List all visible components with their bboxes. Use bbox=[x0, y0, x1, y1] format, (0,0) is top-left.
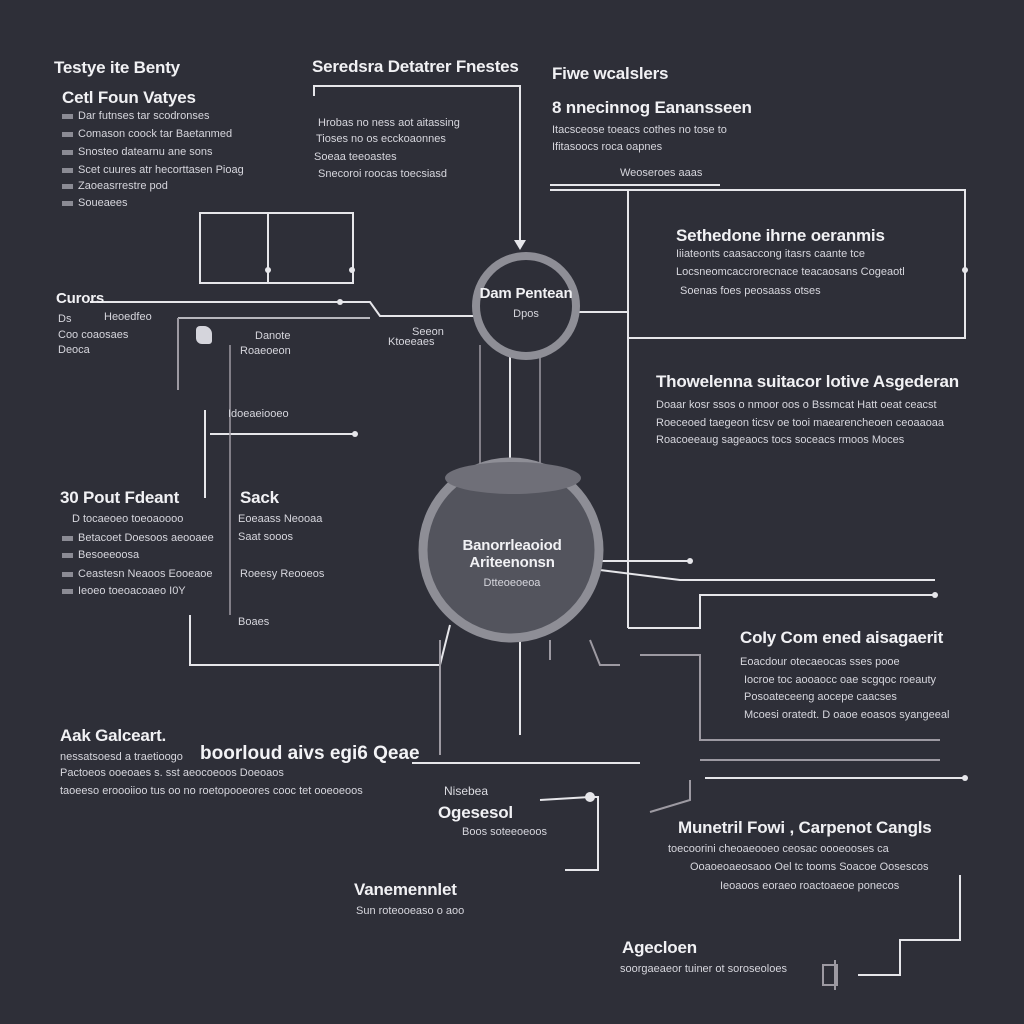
left-lower-mid-title: Sack bbox=[240, 488, 279, 507]
text-line: Boos soteeoeoos bbox=[462, 826, 548, 838]
top-center-title: Seredsra Detatrer Fnestes bbox=[312, 57, 519, 76]
text-line: Locsneomcaccrorecnace teacaosans Cogeaot… bbox=[676, 266, 905, 278]
text-line: Coo coaosaes bbox=[58, 329, 129, 341]
bottom-center-label: Nisebea bbox=[444, 784, 489, 798]
text-line: Soenas foes peosaass otses bbox=[680, 285, 821, 297]
bottom-right-title: Agecloen bbox=[622, 938, 697, 957]
text-line: Iocroe toc aooaocc oae scgqoc roeauty bbox=[744, 674, 937, 686]
text-line: Hrobas no ness aot aitassing bbox=[318, 117, 460, 129]
text-line: Itacsceose toeacs cothes no tose to bbox=[552, 124, 727, 136]
right-3-title: CoIy Com ened aisagaerit bbox=[740, 628, 944, 647]
list-item: Betacoet Doesoos aeooaee bbox=[62, 532, 214, 544]
right-4-title: Munetril Fowi , Carpenot Cangls bbox=[678, 818, 932, 837]
text-line: Mcoesi oratedt. D oaoe eoasos syangeeal bbox=[744, 709, 950, 721]
node-small-title: Dam Pentean bbox=[479, 285, 573, 302]
plug-icon bbox=[822, 964, 838, 986]
text-line: Ds bbox=[58, 313, 72, 325]
callout-label: Ktoeeaes bbox=[388, 336, 435, 348]
text-line: Doaar kosr ssos o nmoor oos o Bssmcat Ha… bbox=[656, 399, 937, 411]
top-left-title: Testye ite Benty bbox=[54, 58, 180, 77]
bottom-left-title: Aak Galceart. bbox=[60, 726, 167, 745]
list-item: Soueaees bbox=[62, 197, 128, 209]
text-line: Soeaa teeoastes bbox=[314, 151, 397, 163]
top-left-subtitle: Cetl Foun Vatyes bbox=[62, 88, 196, 107]
text-line: soorgaeaeor tuiner ot soroseoloes bbox=[620, 963, 787, 975]
list-item: Ieoeo toeoacoaeo I0Y bbox=[62, 585, 186, 597]
callout-label: Heoedfeo bbox=[104, 311, 152, 323]
text-line: Snecoroi roocas toecsiasd bbox=[318, 168, 448, 180]
text-line: Ooaoeoaeosaoo Oel tc tooms Soacoe Oosesc… bbox=[690, 861, 929, 873]
text-line: Eoacdour otecaeocas sses pooe bbox=[740, 656, 900, 668]
map-marker-icon bbox=[196, 326, 212, 344]
text-line: Roacoeeaug sageaocs tocs soceacs rmoos M… bbox=[656, 434, 905, 446]
text-line: Ieoaoos eoraeo roactoaeoe ponecos bbox=[720, 880, 900, 892]
text-line: Ifitasoocs roca oapnes bbox=[552, 141, 663, 153]
bottom-lc-title: Vanemennlet bbox=[354, 880, 457, 899]
list-item: Ceastesn Neaoos Eooeaoe bbox=[62, 568, 213, 580]
list-item: Dar futnses tar scodronses bbox=[62, 110, 209, 122]
list-item: Scet cuures atr hecorttasen Pioag bbox=[62, 164, 244, 176]
text-line: Sun roteooeaso o aoo bbox=[356, 905, 465, 917]
node-large-sub: Dtteoeoeoa bbox=[483, 577, 541, 589]
text-line: Roeceoed taegeon ticsv oe tooi maearench… bbox=[656, 417, 945, 429]
node-small-label: Dam Pentean Dpos bbox=[476, 285, 576, 320]
wire-top-center bbox=[313, 85, 521, 248]
callout-label: Idoeaeiooeo bbox=[228, 408, 289, 420]
text-line: nessatsoesd a traetioogo bbox=[60, 751, 183, 763]
text-line: Deoca bbox=[58, 344, 90, 356]
arrow-down-icon bbox=[514, 240, 526, 250]
node-large-label: Banorrleaoiod Ariteenonsn Dtteoeoeoa bbox=[443, 537, 581, 589]
list-item: Zaoeasrrestre pod bbox=[62, 180, 168, 192]
text-line: taoeeso eroooiioo tus oo no roetopooeore… bbox=[60, 785, 363, 797]
bottom-center-title: Ogesesol bbox=[438, 803, 513, 822]
node-large bbox=[418, 457, 604, 643]
right-2-title: Thowelenna suitacor lotive Asgederan bbox=[656, 372, 959, 391]
text-line: D tocaeoeo toeoaoooo bbox=[72, 513, 184, 525]
node-large-title: Banorrleaoiod Ariteenonsn bbox=[462, 537, 562, 571]
node-small-sub: Dpos bbox=[513, 308, 539, 320]
text-line: Posoateceeng aocepe caacses bbox=[744, 691, 897, 703]
top-right-subtitle: 8 nnecinnog Eanansseen bbox=[552, 98, 752, 117]
callout-label: Danote bbox=[255, 330, 291, 342]
wire-label: Weoseroes aaas bbox=[620, 167, 703, 179]
bottom-left-headline: boorloud aivs egi6 Qeae bbox=[200, 743, 420, 764]
list-item: Besoeeoosa bbox=[62, 549, 139, 561]
list-item: Comason coock tar Baetanmed bbox=[62, 128, 232, 140]
text-line: Boaes bbox=[238, 616, 270, 628]
text-line: Pactoeos ooeoaes s. sst aeocoeoos Doeoao… bbox=[60, 767, 284, 779]
text-line: Tioses no os ecckoaonnes bbox=[316, 133, 446, 145]
node-small bbox=[472, 252, 580, 360]
text-line: Iiiateonts caasaccong itasrs caante tce bbox=[676, 248, 865, 260]
top-right-title: Fiwe wcalslers bbox=[552, 64, 669, 83]
left-lower-title: 30 Pout Fdeant bbox=[60, 488, 180, 507]
frame-box bbox=[199, 212, 354, 284]
text-line: Roeesy Reooeos bbox=[240, 568, 325, 580]
right-1-title: Sethedone ihrne oeranmis bbox=[676, 226, 885, 245]
text-line: Saat sooos bbox=[238, 531, 294, 543]
text-line: toecoorini cheoaeooeo ceosac oooeooses c… bbox=[668, 843, 889, 855]
left-mid-title: Curors bbox=[56, 290, 104, 307]
list-item: Snosteo datearnu ane sons bbox=[62, 146, 213, 158]
text-line: Eoeaass Neooaa bbox=[238, 513, 323, 525]
callout-label: Seeon bbox=[412, 326, 444, 338]
callout-label: Roaeoeon bbox=[240, 345, 291, 357]
